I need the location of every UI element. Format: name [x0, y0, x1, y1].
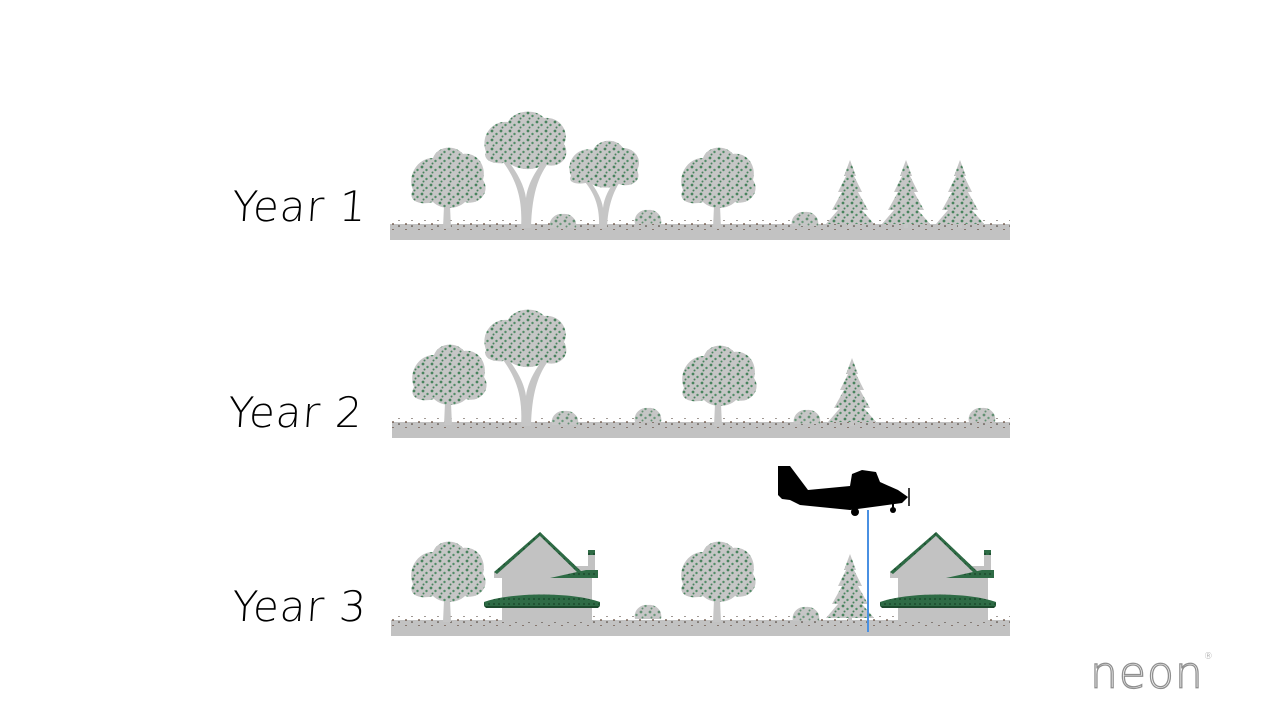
registered-mark: ® [1203, 652, 1214, 662]
neon-logo-text: neon [1089, 647, 1204, 699]
shrub-icon [968, 407, 996, 422]
conifer-icon [826, 160, 874, 228]
row-year-3 [391, 466, 1010, 636]
airplane-icon [778, 466, 910, 516]
conifer-icon [826, 554, 874, 622]
shrub-icon [634, 209, 662, 224]
shrub-icon [634, 604, 662, 619]
tree-icon [484, 111, 567, 228]
conifer-icon [936, 160, 984, 228]
neon-logo: neon® [1089, 647, 1214, 699]
tree-icon [412, 344, 487, 425]
shrub-icon [549, 213, 577, 228]
tree-icon [411, 541, 486, 622]
row-year-2 [392, 309, 1010, 438]
year-label-1: Year 1 [230, 182, 369, 231]
year-label-3: Year 3 [230, 582, 369, 631]
ground-soil-dots [392, 418, 1010, 428]
shrub-icon [791, 211, 819, 226]
house-icon [484, 532, 600, 622]
year-label-2: Year 2 [226, 388, 365, 437]
ground-soil-dots [391, 616, 1010, 626]
shrub-icon [551, 410, 579, 425]
conifer-icon [882, 160, 930, 228]
tree-icon [682, 345, 757, 426]
house-icon [880, 532, 996, 622]
tree-icon [484, 309, 567, 426]
row-year-1 [390, 111, 1010, 240]
conifer-icon [828, 358, 876, 426]
tree-icon [681, 147, 756, 228]
shrub-icon [634, 407, 662, 422]
tree-icon [411, 147, 486, 228]
tree-icon [681, 541, 756, 622]
shrub-icon [792, 606, 820, 621]
tree-icon [569, 140, 640, 228]
ground-soil-dots [390, 220, 1010, 230]
shrub-icon [793, 409, 821, 424]
